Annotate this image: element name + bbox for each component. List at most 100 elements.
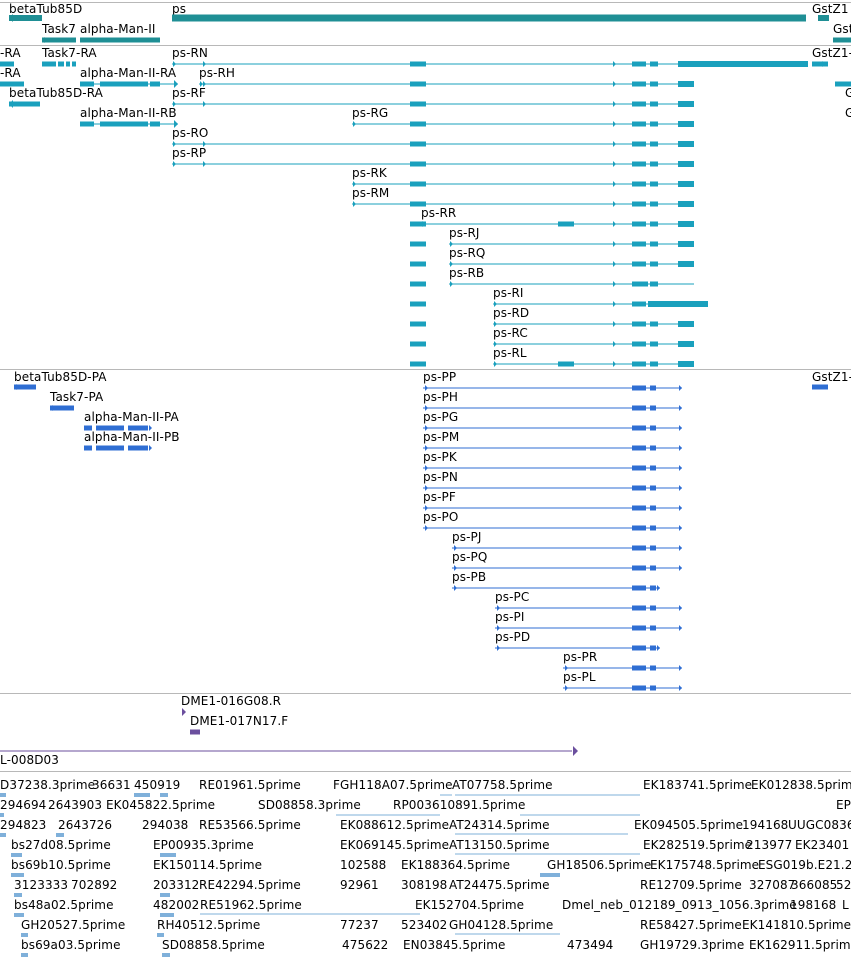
exon-block[interactable] xyxy=(190,729,200,735)
transcript-label[interactable]: ps-RQ xyxy=(449,246,486,260)
exon-block[interactable] xyxy=(14,384,36,390)
est-label[interactable]: EK188364.5prime xyxy=(401,858,511,872)
est-label[interactable]: 450919 xyxy=(134,778,181,792)
exon-block[interactable] xyxy=(410,161,426,167)
protein-label[interactable]: ps-PF xyxy=(423,490,456,504)
exon-block[interactable] xyxy=(632,161,646,167)
est-label[interactable]: 2643726 xyxy=(58,818,113,832)
est-label[interactable]: 475622 xyxy=(342,938,389,952)
exon-block[interactable] xyxy=(632,81,646,87)
transcript-label[interactable]: ps-RF xyxy=(172,86,206,100)
exon-block[interactable] xyxy=(100,81,148,87)
probe-label[interactable]: DME1-016G08.R xyxy=(181,694,282,708)
est-label[interactable]: AT07758.5prime xyxy=(452,778,553,792)
exon-block[interactable] xyxy=(650,201,658,207)
transcript-label[interactable]: ps-RC xyxy=(493,326,528,340)
est-label[interactable]: 2643903 xyxy=(48,798,103,812)
exon-block[interactable] xyxy=(632,385,646,391)
est-label[interactable]: 198168 xyxy=(790,898,837,912)
exon-block[interactable] xyxy=(678,221,694,227)
exon-block[interactable] xyxy=(812,384,828,390)
exon-block[interactable] xyxy=(650,525,656,531)
est-label[interactable]: AT24475.5prime xyxy=(449,878,550,892)
exon-block[interactable] xyxy=(632,425,646,431)
exon-block[interactable] xyxy=(632,321,646,327)
est-label[interactable]: 294038 xyxy=(142,818,189,832)
transcript-label[interactable]: ps-RN xyxy=(172,46,209,60)
transcript-label[interactable]: G xyxy=(845,106,851,120)
est-label[interactable]: 327087 xyxy=(749,878,796,892)
gene-bar[interactable] xyxy=(172,14,806,22)
est-block[interactable] xyxy=(11,853,22,857)
protein-label[interactable]: GstZ1- xyxy=(812,370,851,384)
est-block[interactable] xyxy=(134,793,150,797)
transcript-label[interactable]: -RA xyxy=(0,66,21,80)
est-label[interactable]: L xyxy=(842,898,849,912)
est-label[interactable]: GH18506.5prime xyxy=(547,858,652,872)
gene-label[interactable]: Task7 xyxy=(42,22,77,36)
transcript-label[interactable]: G xyxy=(845,86,851,100)
gene-label[interactable]: alpha-Man-II xyxy=(80,22,156,36)
exon-block[interactable] xyxy=(650,181,658,187)
est-label[interactable]: EK094505.5prime xyxy=(634,818,744,832)
est-block[interactable] xyxy=(160,853,176,857)
est-label[interactable]: 308198 xyxy=(401,878,448,892)
transcript-label[interactable]: GstZ1- xyxy=(812,46,851,60)
protein-label[interactable]: ps-PB xyxy=(452,570,487,584)
est-label[interactable]: GH04128.5prime xyxy=(449,918,554,932)
exon-block[interactable] xyxy=(650,121,658,127)
exon-block[interactable] xyxy=(410,261,426,267)
est-label[interactable]: EN03845.5prime xyxy=(403,938,506,952)
exon-block[interactable] xyxy=(632,261,646,267)
gene-label[interactable]: Gst xyxy=(833,22,851,36)
protein-label[interactable]: alpha-Man-II-PB xyxy=(84,430,180,444)
protein-label[interactable]: ps-PK xyxy=(423,450,457,464)
protein-label[interactable]: ps-PQ xyxy=(452,550,488,564)
protein-label[interactable]: ps-PO xyxy=(423,510,459,524)
exon-block[interactable] xyxy=(632,665,646,671)
est-label[interactable]: 294694 xyxy=(0,798,47,812)
transcript-label[interactable]: ps-RP xyxy=(172,146,207,160)
est-label[interactable]: bs69a03.5prime xyxy=(21,938,121,952)
est-label[interactable]: 702892 xyxy=(71,878,118,892)
est-label[interactable]: SD08858.3prime xyxy=(258,798,361,812)
est-label[interactable]: RE53566.5prime xyxy=(199,818,301,832)
exon-block[interactable] xyxy=(100,121,148,127)
protein-label[interactable]: ps-PI xyxy=(495,610,525,624)
est-label[interactable]: RE12709.5prime xyxy=(640,878,742,892)
exon-block[interactable] xyxy=(632,301,646,307)
exon-block[interactable] xyxy=(632,545,646,551)
exon-block[interactable] xyxy=(128,445,148,451)
exon-block[interactable] xyxy=(632,141,646,147)
protein-label[interactable]: ps-PG xyxy=(423,410,459,424)
exon-block[interactable] xyxy=(678,341,694,347)
exon-block[interactable] xyxy=(410,201,426,207)
est-label[interactable]: SD08858.5prime xyxy=(162,938,265,952)
exon-block[interactable] xyxy=(84,425,92,431)
exon-block[interactable] xyxy=(410,181,426,187)
est-label[interactable]: AT24314.5prime xyxy=(449,818,550,832)
protein-label[interactable]: ps-PM xyxy=(423,430,460,444)
est-label[interactable]: EK012838.5prime xyxy=(751,778,851,792)
transcript-label[interactable]: ps-RR xyxy=(421,206,457,220)
est-label[interactable]: EK069145.5prime xyxy=(340,838,450,852)
est-block[interactable] xyxy=(162,953,170,957)
est-label[interactable]: EK282519.5prime xyxy=(643,838,753,852)
exon-block[interactable] xyxy=(632,221,646,227)
exon-block[interactable] xyxy=(0,61,14,67)
exon-block[interactable] xyxy=(650,625,656,631)
exon-block[interactable] xyxy=(650,465,656,471)
exon-block[interactable] xyxy=(650,505,656,511)
est-label[interactable]: 482002 xyxy=(153,898,200,912)
exon-block[interactable] xyxy=(410,301,426,307)
est-label[interactable]: 366085 xyxy=(791,878,838,892)
exon-block[interactable] xyxy=(650,445,656,451)
exon-block[interactable] xyxy=(650,485,656,491)
gene-bar[interactable] xyxy=(833,37,851,43)
exon-block[interactable] xyxy=(66,61,70,67)
exon-block[interactable] xyxy=(632,101,646,107)
exon-block[interactable] xyxy=(150,121,160,127)
transcript-label[interactable]: -RA xyxy=(0,46,21,60)
est-block[interactable] xyxy=(56,833,64,837)
gene-bar[interactable] xyxy=(9,15,42,21)
